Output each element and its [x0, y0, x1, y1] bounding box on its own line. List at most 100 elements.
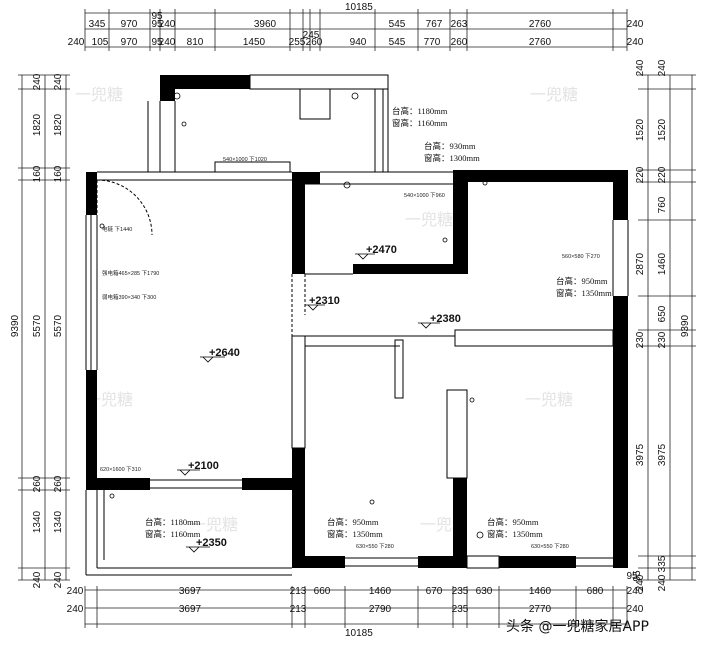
dimension-label: 263: [451, 19, 468, 30]
dimension-label: 970: [121, 37, 138, 48]
dimension-label: 1460: [369, 586, 392, 597]
dimension-label: 160: [53, 165, 64, 182]
watermark: 一兜糖: [525, 391, 573, 409]
dimension-label: 220: [635, 166, 646, 183]
dimension-label: 240: [627, 604, 644, 615]
dimension-label: 545: [389, 37, 406, 48]
dimension-label: 660: [314, 586, 331, 597]
note-south-balcony-window: 窗高：1160mm: [145, 529, 201, 539]
watermark: 一兜糖: [405, 211, 453, 229]
dim-top-total: 10185: [345, 2, 373, 13]
dimension-label: 545: [389, 19, 406, 30]
label-weak-box: 弱电箱390×340 下300: [102, 293, 156, 301]
dimension-label: 3960: [254, 19, 277, 30]
dimension-label: 95: [632, 570, 643, 582]
label-fixture: 电链 下1440: [102, 225, 132, 233]
dimension-label: 3697: [179, 586, 202, 597]
dimension-label: 213: [290, 604, 307, 615]
dimension-label: 240: [657, 59, 668, 76]
dimension-label: 940: [350, 37, 367, 48]
level-corridor-west: +2310: [309, 295, 340, 307]
left-dimensions: [18, 74, 70, 581]
level-kitchen: +2470: [366, 244, 397, 256]
dimension-label: 105: [92, 37, 109, 48]
dimension-label: 3975: [635, 443, 646, 466]
note-bedroom-s1-sill: 台高：950mm: [327, 517, 379, 527]
dimension-label: 240: [627, 586, 644, 597]
dimension-label: 240: [635, 574, 646, 591]
watermarks: 一兜糖 一兜糖 一兜糖 一兜糖 一兜糖 一兜糖 一兜糖: [75, 86, 578, 534]
dimension-label: 1820: [53, 113, 64, 136]
dimension-label: 5570: [53, 314, 64, 337]
dimension-label: 3697: [179, 604, 202, 615]
label-window-size: 620×1600 下310: [100, 466, 141, 473]
dimension-label: 2790: [369, 604, 392, 615]
dimension-label: 240: [68, 37, 85, 48]
dimension-label: 213: [290, 586, 307, 597]
dimension-label: 1460: [529, 586, 552, 597]
dimension-label: 235: [452, 604, 469, 615]
dimension-label: 1340: [53, 510, 64, 533]
level-south-balcony: +2350: [196, 537, 227, 549]
dimension-label: 230: [635, 331, 646, 348]
dimension-label: 230: [657, 331, 668, 348]
dimension-label: 767: [426, 19, 443, 30]
label-window-size: 560×580 下270: [562, 253, 600, 260]
dimension-label: 240: [159, 19, 176, 30]
dimension-label: 220: [657, 166, 668, 183]
note-kitchen-window: 窗高：1300mm: [424, 153, 480, 163]
note-balcony-sill: 台高：1180mm: [392, 106, 448, 116]
note-south-balcony-sill: 台高：1180mm: [145, 517, 201, 527]
dimension-label: 1460: [657, 252, 668, 275]
level-markers: [177, 253, 440, 553]
level-corridor: +2380: [430, 313, 461, 325]
dimension-label: 345: [89, 19, 106, 30]
dimension-label: 255: [289, 37, 306, 48]
dimension-label: 95: [151, 11, 163, 22]
dimension-label: 9390: [680, 314, 691, 337]
dimension-label: 810: [187, 37, 204, 48]
watermark: 一兜糖: [530, 86, 578, 104]
dimension-label: 2770: [529, 604, 552, 615]
dimension-label: 760: [657, 196, 668, 213]
dimension-label: 260: [32, 475, 43, 492]
dimension-label: 95: [151, 37, 163, 48]
walls: [86, 74, 628, 568]
dimension-label: 240: [32, 73, 43, 90]
dimension-label: 240: [635, 59, 646, 76]
thin-walls: [85, 89, 629, 576]
footer-watermark: 头条 @一兜糖家居APP: [506, 618, 649, 635]
dimension-label: 9390: [10, 314, 21, 337]
dimension-label: 240: [627, 37, 644, 48]
level-living: +2640: [209, 347, 240, 359]
dimension-label: 1450: [243, 37, 266, 48]
note-bedroom-s2-window: 窗高：1350mm: [487, 529, 543, 539]
dimension-label: 2870: [635, 252, 646, 275]
fixtures: [99, 92, 488, 539]
dimension-label: 235: [452, 586, 469, 597]
right-dimensions: [638, 74, 696, 581]
top-dimensions: [84, 9, 628, 51]
dimension-label: 260: [451, 37, 468, 48]
dimension-label: 970: [121, 19, 138, 30]
dimension-label: 240: [53, 73, 64, 90]
dimension-label: 5570: [32, 314, 43, 337]
dimension-label: 240: [159, 37, 176, 48]
dimension-label: 240: [32, 571, 43, 588]
dimension-label: 240: [657, 574, 668, 591]
dimension-label: 260: [53, 475, 64, 492]
dimension-label: 1520: [635, 118, 646, 141]
dimension-label: 630: [476, 586, 493, 597]
dimension-label: 1340: [32, 510, 43, 533]
dimension-label: 260: [306, 37, 323, 48]
level-living-south: +2100: [188, 460, 219, 472]
label-power-box: 强电箱465×285 下1790: [102, 269, 159, 277]
dimension-label: 240: [53, 571, 64, 588]
dimension-label: 240: [627, 19, 644, 30]
dimension-label: 240: [67, 586, 84, 597]
dimension-label: 160: [32, 165, 43, 182]
label-window-size: 540×1000 下960: [404, 192, 445, 199]
label-window-size: 630×550 下280: [531, 543, 569, 550]
bottom-dimensions: [84, 586, 628, 628]
